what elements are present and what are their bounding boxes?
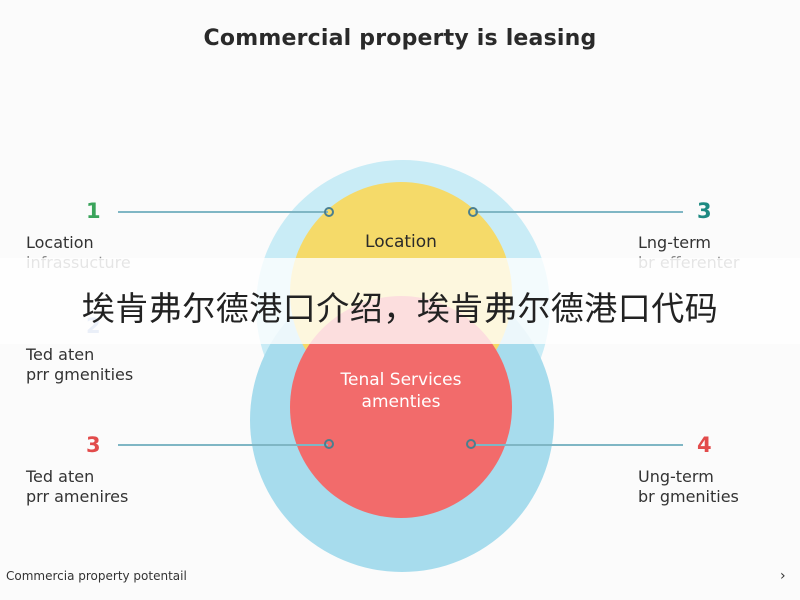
- item-4-line2: br gmenities: [638, 487, 739, 506]
- overlay-banner-text: 埃肯弗尔德港口介绍，埃肯弗尔德港口代码: [81, 289, 719, 328]
- item-text-3-bottom: Ted aten prr amenires: [26, 467, 128, 507]
- bottom-circle-label: Tenal Services amenties: [281, 369, 521, 413]
- item-3b-line2: prr amenires: [26, 487, 129, 506]
- item-2-line1: Ted aten: [26, 345, 95, 364]
- item-text-2: Ted aten prr gmenities: [26, 345, 133, 385]
- connector-line-3b: [118, 444, 328, 446]
- item-3-line1: Lng-term: [638, 233, 711, 252]
- bottom-circle-label-line1: Tenal Services: [340, 370, 462, 390]
- footer-caption: Commercia property potentail: [6, 569, 187, 583]
- item-number-3-bottom: 3: [86, 433, 101, 457]
- top-circle-label: Location: [365, 232, 437, 252]
- item-text-4: Ung-term br gmenities: [638, 467, 739, 507]
- connector-line-1: [118, 211, 328, 213]
- connector-dot-4: [466, 439, 476, 449]
- item-3b-line1: Ted aten: [26, 467, 95, 486]
- connector-line-3: [475, 211, 683, 213]
- item-2-line2: prr gmenities: [26, 365, 134, 384]
- connector-dot-1: [324, 207, 334, 217]
- item-1-line1: Location: [26, 233, 94, 252]
- next-arrow-icon[interactable]: ›: [780, 568, 786, 584]
- overlay-banner: [0, 258, 800, 344]
- diagram-title: Commercial property is leasing: [203, 26, 597, 51]
- item-number-4: 4: [697, 433, 712, 457]
- item-number-3: 3: [697, 199, 712, 223]
- connector-dot-3: [468, 207, 478, 217]
- bottom-circle-label-line2: amenties: [361, 392, 441, 412]
- item-4-line1: Ung-term: [638, 467, 714, 486]
- item-number-1: 1: [86, 199, 101, 223]
- connector-line-4: [475, 444, 683, 446]
- connector-dot-3b: [324, 439, 334, 449]
